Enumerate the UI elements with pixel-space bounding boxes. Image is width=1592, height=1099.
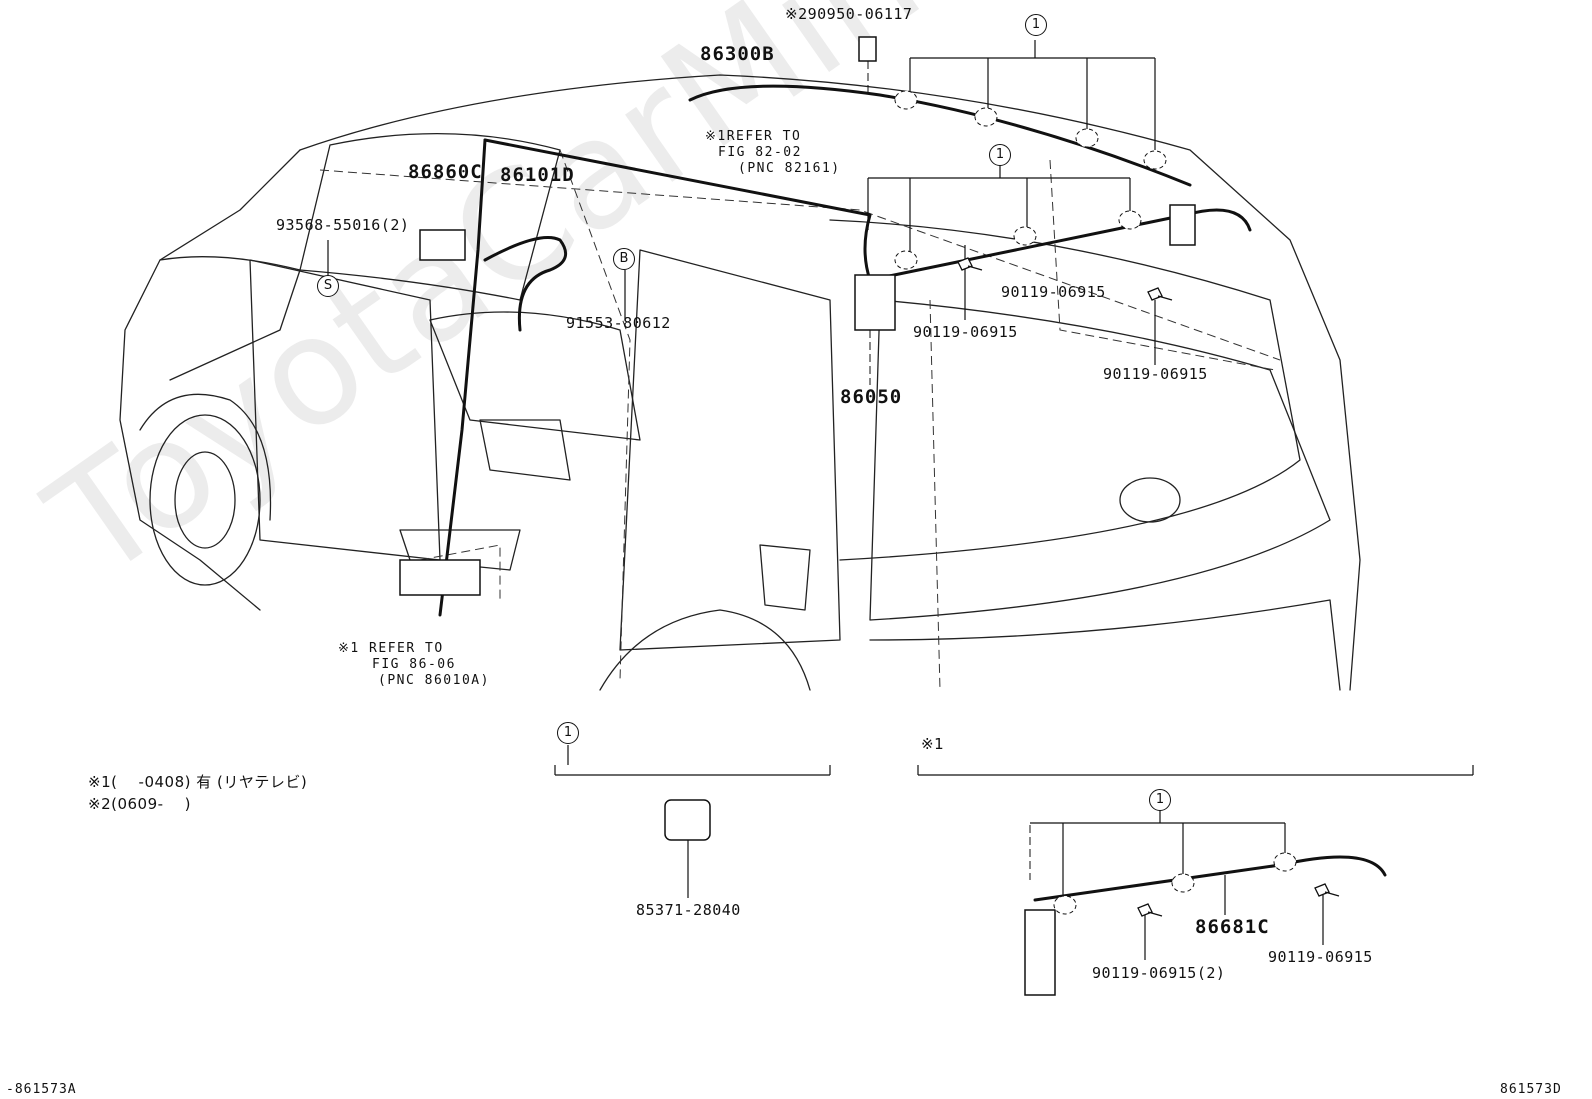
- marker-one-inset-left: 1: [557, 722, 579, 744]
- bracket-one-inset: [1030, 810, 1286, 905]
- marker-one-mid: 1: [989, 144, 1011, 166]
- refer-fig-86-line1: ※1 REFER TO: [338, 641, 444, 656]
- label-86300b: 86300B: [700, 43, 775, 65]
- fuel-door: [759, 544, 811, 611]
- refer-fig-86-line2: FIG 86-06: [372, 657, 456, 672]
- seat-floor: [399, 529, 521, 571]
- clamp-h: [1053, 895, 1077, 915]
- clamp-c: [1075, 128, 1099, 148]
- clamp-i: [1171, 873, 1195, 893]
- bracket-rear: [1169, 204, 1196, 246]
- harness-dash: [483, 236, 568, 332]
- bracket-inset-1: [554, 745, 831, 776]
- av-unit: [399, 559, 481, 596]
- label-86860c: 86860C: [408, 161, 483, 183]
- label-90119-06915-b: 90119-06915: [1001, 283, 1106, 301]
- windshield: [299, 133, 561, 301]
- label-90119-06915-a: 90119-06915: [913, 323, 1018, 341]
- clamp-g: [1118, 210, 1142, 230]
- refer-fig-82-line2: FIG 82-02: [718, 145, 802, 160]
- interior-dashed-1: [319, 169, 1281, 361]
- label-86050: 86050: [840, 386, 903, 408]
- bolt-3: [1137, 903, 1163, 917]
- front-wheel-hub: [174, 451, 236, 549]
- clamp-a: [894, 90, 918, 110]
- label-90119-06915-e: 90119-06915: [1268, 948, 1373, 966]
- label-91553-80612: 91553-80612: [566, 314, 671, 332]
- label-85371-28040: 85371-28040: [636, 901, 741, 919]
- refer-fig-82-line1: ※1REFER TO: [705, 129, 802, 144]
- dash: [429, 311, 641, 441]
- bumper: [869, 599, 1341, 691]
- clamp-j: [1273, 852, 1297, 872]
- interior-dashed-4: [1049, 159, 1276, 371]
- marker-one-top: 1: [1025, 14, 1047, 36]
- module-86050: [854, 274, 896, 331]
- marker-s: S: [317, 275, 339, 297]
- harness-86860c: [438, 138, 487, 617]
- module-86860c: [419, 229, 466, 261]
- note-line-2: ※2(0609- ): [88, 795, 191, 813]
- footer-left-code: -861573A: [6, 1082, 77, 1097]
- harness-86101d: [483, 138, 872, 282]
- rear-body-side: [829, 219, 1301, 561]
- front-wheel: [149, 414, 261, 586]
- clamp-d: [1143, 150, 1167, 170]
- label-90119-06915-c: 90119-06915: [1103, 365, 1208, 383]
- bracket-inset-2: [917, 765, 1474, 776]
- label-290950-06117: ※290950-06117: [785, 5, 913, 23]
- label-86681c: 86681C: [1195, 916, 1270, 938]
- part-290950-box: [858, 36, 877, 62]
- front-door: [249, 259, 441, 561]
- interior-dashed-3: [929, 299, 941, 691]
- module-inset: [1024, 909, 1056, 996]
- clamp-b: [974, 107, 998, 127]
- marker-b: B: [613, 248, 635, 270]
- interior-dashed-2: [559, 149, 631, 681]
- rear-emblem: [1119, 477, 1181, 523]
- bracket-one-top: [909, 40, 1156, 150]
- roof-outline: [299, 74, 1361, 691]
- clamp-f: [1013, 226, 1037, 246]
- console: [479, 419, 571, 481]
- sliding-door: [619, 249, 841, 651]
- bolt-2: [1147, 287, 1173, 301]
- refer-fig-86-line3: (PNC 86010A): [378, 673, 490, 688]
- bolt-4: [1314, 883, 1340, 897]
- footer-right-code: 861573D: [1500, 1082, 1562, 1097]
- front-wheel-arch: [139, 393, 272, 521]
- refer-fig-82-line3: (PNC 82161): [738, 161, 841, 176]
- clamp-e: [894, 250, 918, 270]
- interior-dashed-5: [419, 544, 501, 600]
- front-outline: [119, 149, 301, 611]
- bracket-one-mid: [867, 165, 1131, 255]
- bolt-1: [957, 257, 983, 271]
- inset-star-label: ※1: [921, 735, 945, 753]
- note-line-1: ※1( -0408) 有 (リヤテレビ): [88, 773, 308, 791]
- marker-one-inset-right: 1: [1149, 789, 1171, 811]
- tailgate: [869, 299, 1331, 621]
- label-86101d: 86101D: [500, 164, 575, 186]
- hood: [159, 256, 301, 381]
- label-90119-06915-d: 90119-06915(2): [1092, 964, 1226, 982]
- rear-wheel-arch: [599, 609, 811, 691]
- label-93568-55016: 93568-55016(2): [276, 216, 410, 234]
- clip-85371: [664, 799, 711, 841]
